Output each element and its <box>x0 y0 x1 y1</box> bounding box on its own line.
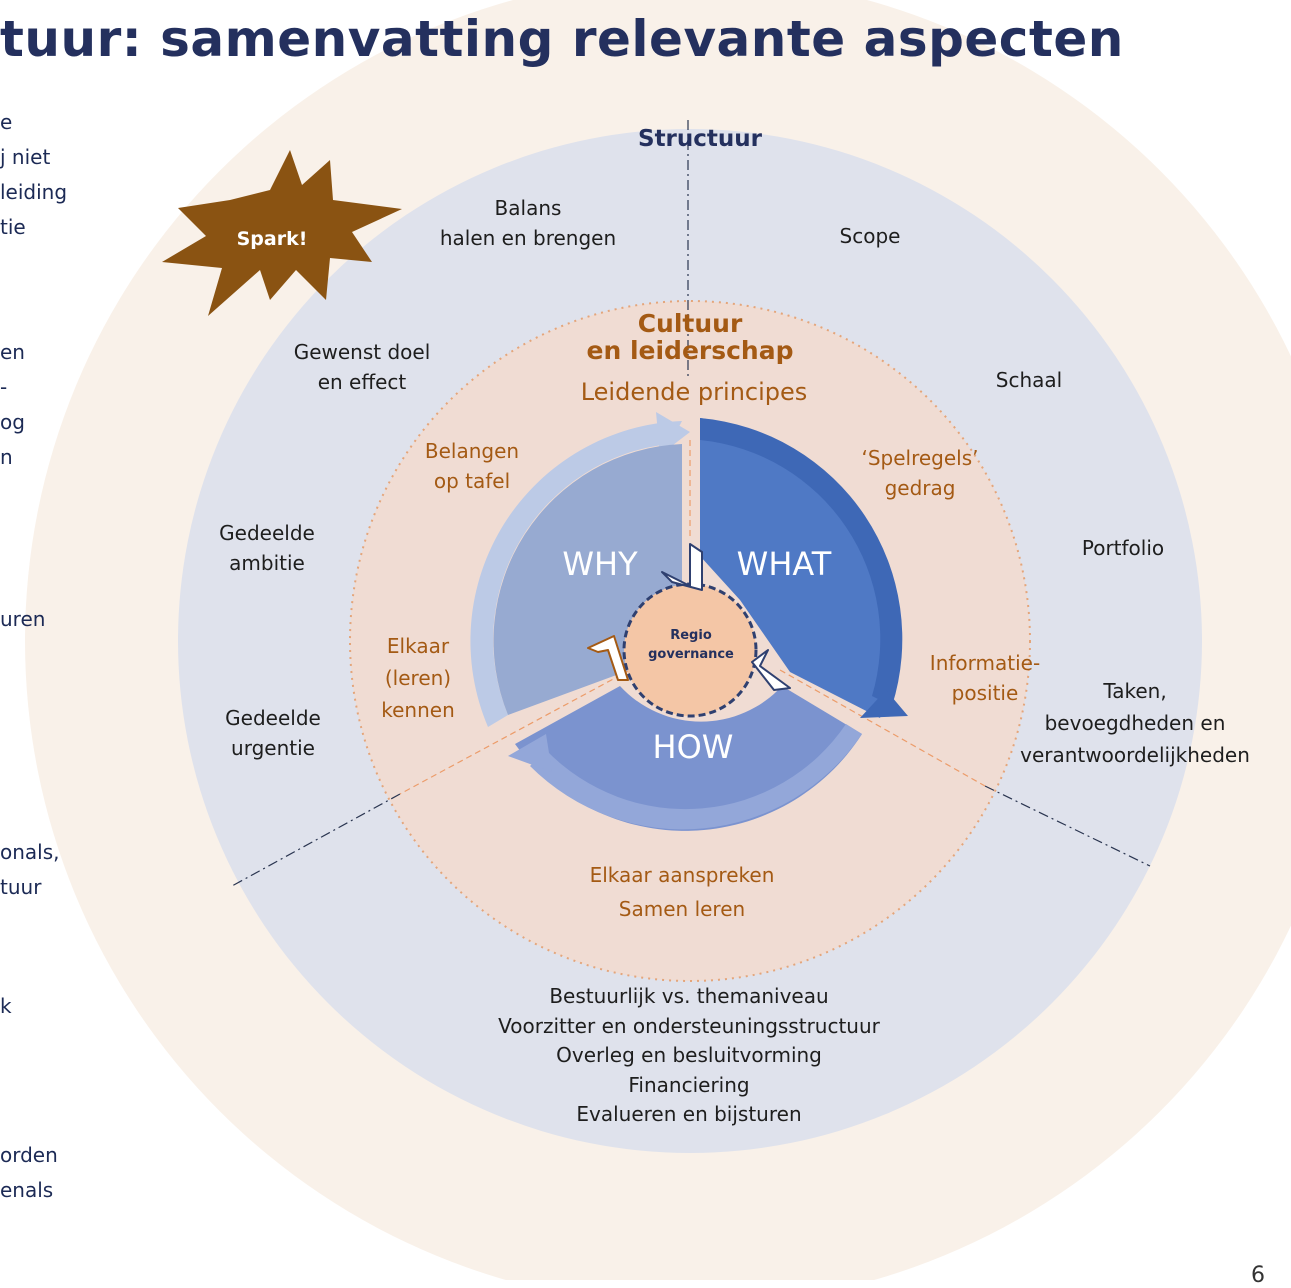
informatiepositie-label: Informatie-positie <box>929 651 1041 705</box>
how-arrow-head <box>508 734 552 772</box>
left-fragment: uren <box>0 607 46 631</box>
left-fragment: leiding <box>0 180 68 204</box>
samen-leren-label: Samen leren <box>618 897 746 921</box>
schaal-label: Schaal <box>995 368 1063 392</box>
left-fragment: tuur <box>0 875 42 899</box>
chevron-right <box>751 649 791 691</box>
inner-dividers <box>399 440 986 795</box>
portfolio-label: Portfolio <box>1081 536 1165 560</box>
what-arrow-band <box>700 418 903 706</box>
page-number: 6 <box>1251 1263 1265 1288</box>
chevron-left <box>587 635 629 681</box>
what-arrow-head <box>860 690 908 718</box>
left-fragment: n <box>0 445 13 469</box>
what-sector <box>700 418 895 718</box>
chevron-top <box>661 543 703 591</box>
left-fragment: tie <box>0 215 26 239</box>
aanspreken-label: Elkaar aanspreken <box>589 863 775 887</box>
why-arrow-head <box>656 412 690 455</box>
sector-dividers <box>231 120 1151 887</box>
left-fragment: onals, <box>0 840 60 864</box>
elkaar-kennen-label: Elkaar(leren)kennen <box>381 634 455 722</box>
structuur-bottom-list: Bestuurlijk vs. themaniveau Voorzitter e… <box>498 984 880 1126</box>
left-fragment: enals <box>0 1178 54 1202</box>
why-label: WHY <box>562 545 638 583</box>
what-label: WHAT <box>736 545 832 583</box>
left-fragment: - <box>0 375 8 399</box>
spelregels-label: ‘Spelregels’gedrag <box>861 446 979 500</box>
leidende-principes-label: Leidende principes <box>580 378 808 406</box>
left-fragment: e <box>0 110 13 134</box>
structuur-heading: Structuur <box>638 126 762 152</box>
spark-label: Spark! <box>236 228 308 250</box>
spark-burst <box>162 150 402 316</box>
why-arrow-band <box>470 421 682 727</box>
page-title: tuur: samenvatting relevante aspecten <box>0 10 1124 68</box>
left-fragment: j niet <box>0 145 51 169</box>
scope-label: Scope <box>839 224 901 248</box>
left-fragment: k <box>0 994 12 1018</box>
how-label: HOW <box>652 728 734 766</box>
left-fragment: og <box>0 410 25 434</box>
how-arrow-band <box>530 724 862 830</box>
left-fragment: en <box>0 340 25 364</box>
left-fragment: orden <box>0 1143 58 1167</box>
